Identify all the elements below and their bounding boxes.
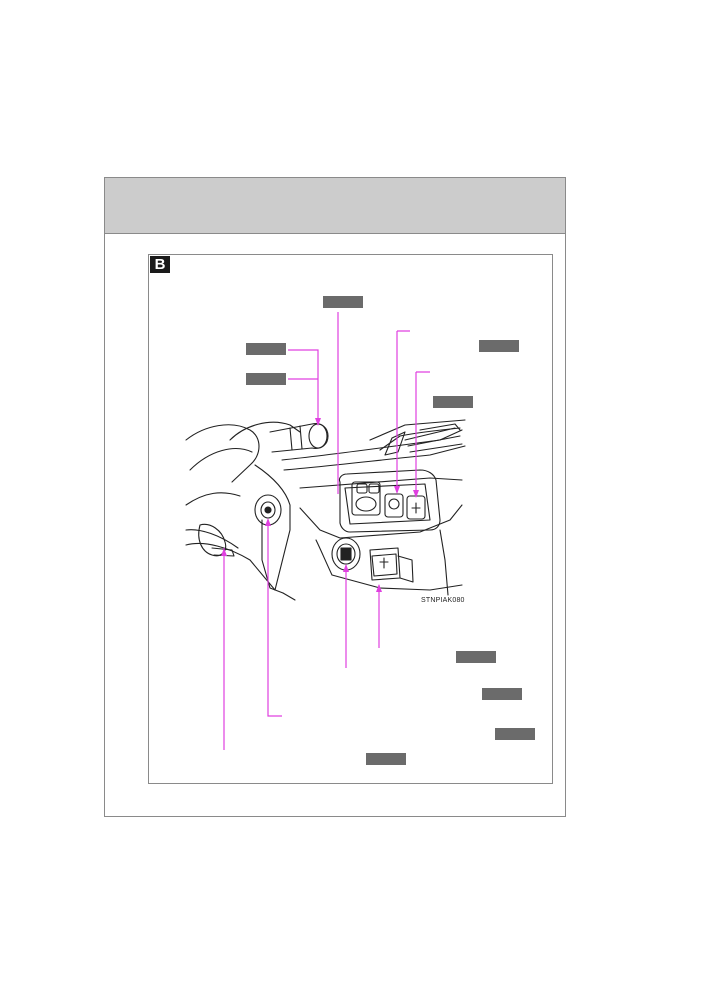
section-badge: B — [150, 256, 170, 273]
page-frame — [104, 177, 566, 817]
reference-tag — [495, 728, 535, 740]
reference-tag — [246, 343, 286, 355]
switch-button-left — [384, 493, 404, 518]
button-icon — [356, 483, 368, 494]
header-band — [105, 178, 565, 234]
reference-tag — [479, 340, 519, 352]
illustration-code: STNPIAK080 — [421, 597, 465, 604]
air-vent — [384, 431, 406, 456]
reference-tag — [433, 396, 473, 408]
reference-tag — [323, 296, 363, 308]
reference-tag — [456, 651, 496, 663]
reference-tag — [482, 688, 522, 700]
steering-wheel-rim — [185, 424, 260, 483]
dial-icon — [355, 496, 377, 512]
reference-tag — [366, 753, 406, 765]
switch-panel — [338, 469, 441, 533]
illustration-frame — [148, 254, 553, 784]
reference-tag — [246, 373, 286, 385]
